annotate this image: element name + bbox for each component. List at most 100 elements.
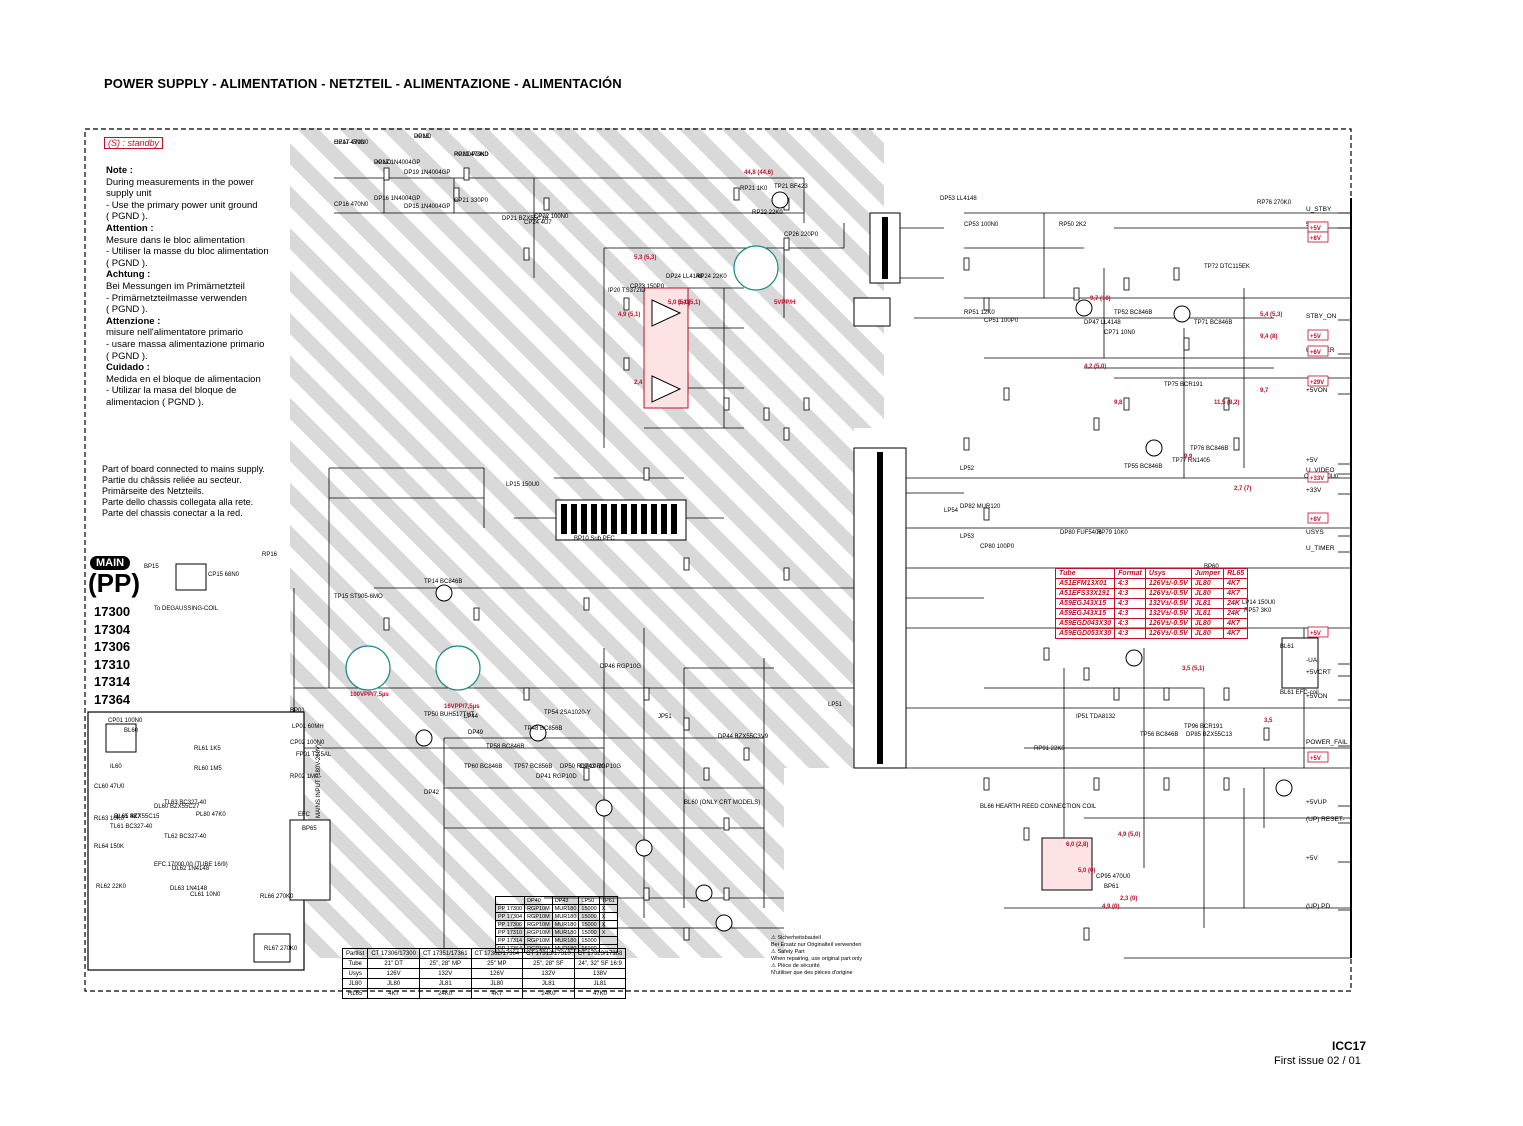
voltage-tag: [1307, 512, 1329, 524]
table-header-cell: Usys: [1144, 568, 1192, 579]
component-label: LP53: [960, 534, 975, 540]
table-cell: JL80: [1190, 578, 1225, 589]
component-label: TP96 BCR191: [1184, 724, 1223, 730]
resistor: [983, 297, 990, 311]
note-line: Bei Messungen im Primärnetzteil: [106, 280, 245, 292]
table-cell: JL81: [522, 978, 575, 989]
component-label: TP21 BF423: [774, 184, 808, 190]
mains-note-line: Partie du châssis reliée au secteur.: [102, 475, 242, 485]
safety-line: ⚠ Safety Part: [771, 949, 805, 955]
table-cell: [598, 944, 618, 953]
table-header-cell: DP43: [551, 896, 580, 905]
component-label: TP48 BC856B: [524, 726, 562, 732]
resistor: [1093, 417, 1100, 431]
model-number: 17304: [94, 621, 131, 637]
component-label: RP24 22K0: [696, 274, 727, 280]
component-label: HEAT-GND: [334, 140, 365, 146]
component-label: DP50 RGP10-20: [560, 764, 606, 770]
table-cell: 126V±/-0.5V: [1144, 628, 1192, 639]
component-label: BL61: [1280, 644, 1295, 650]
mains-note-line: Part of board connected to mains supply.: [102, 464, 265, 474]
table-cell: MUR180: [551, 944, 580, 953]
resistor: [703, 767, 710, 781]
resistor: [723, 397, 730, 411]
resistor: [1093, 777, 1100, 791]
note-heading: Cuidado :: [106, 362, 150, 374]
component-label: DP53 LL4148: [940, 196, 977, 202]
table-cell: X: [598, 920, 618, 929]
table-cell: 15000: [578, 944, 600, 953]
component-label: BP10 Sub PFC: [574, 536, 615, 542]
table-cell: A59EGJ43X15: [1054, 598, 1116, 609]
voltage-tag: [1307, 345, 1329, 357]
test-voltage: 6,0 (2,8): [1066, 842, 1088, 848]
table-cell: A59EGD043X30: [1054, 618, 1116, 629]
table-cell: 4:3: [1114, 598, 1146, 609]
component-label: TL61 BC327-40: [110, 824, 153, 830]
resistor: [583, 767, 590, 781]
voltage-tag-label: +5V: [1310, 631, 1321, 637]
output-net-label: +5VUP: [1306, 799, 1327, 806]
component-label: LP52: [960, 466, 975, 472]
table-cell: 132V: [418, 968, 472, 979]
component-label: DL62 1N4148: [172, 866, 210, 872]
table-cell: [598, 936, 618, 945]
table-cell: 24K: [1223, 608, 1249, 619]
table-cell: A51EFM13X01: [1054, 578, 1116, 589]
table-cell: 4K7: [367, 988, 420, 999]
test-voltage: 2,7 (7): [1234, 486, 1251, 492]
voltage-tag-label: +8V: [1310, 517, 1321, 523]
resistor: [723, 887, 730, 901]
note-line: misure nell'alimentatore primario: [106, 327, 243, 339]
output-connectors: U_STBY5V_UPSTBY_ONU_TIMER+5VON+5VU_VIDEO…: [1306, 206, 1351, 911]
voltage-tag-label: +29V: [1310, 380, 1324, 386]
component-label: DP16 1N4004GP: [374, 196, 420, 202]
test-voltage: 2,4: [634, 380, 643, 386]
output-net-label: -UA: [1306, 657, 1318, 664]
mains-note-line: Parte del chassis conectar a la red.: [102, 508, 243, 518]
table-header-cell: Partlist: [341, 948, 369, 959]
table-cell: 4:3: [1114, 588, 1146, 599]
table-header-cell: CT 17306/17300: [367, 948, 420, 959]
component-label: DL61 BZX55C15: [114, 814, 160, 820]
table-cell: RGP10M: [524, 936, 553, 945]
output-net-label: POWER_FAIL: [1306, 739, 1348, 746]
component-label: DP43 RGP10G: [580, 764, 621, 770]
component-label: CL60 47U0: [94, 784, 125, 790]
table-cell: JL81: [1190, 598, 1225, 609]
component-label: TP72 DTC115EK: [1204, 264, 1250, 270]
component-label: BL66 HEARTH REED CONNECTION COIL: [980, 804, 1097, 810]
output-net-label: U_VIDEO: [1306, 467, 1335, 474]
component-label: IP20 TS372ID: [608, 288, 646, 294]
transistor: [1075, 299, 1093, 317]
resistor: [463, 167, 470, 181]
resistor: [963, 437, 970, 451]
component-label: RL60 1M5: [194, 766, 222, 772]
component-label: IL60: [110, 764, 122, 770]
component-label: CP01 100N0: [108, 718, 143, 724]
model-number: 17306: [94, 639, 131, 655]
model-number: 17314: [94, 674, 131, 690]
table-cell: 4:3: [1114, 628, 1146, 639]
table-cell: 25", 28" SF: [522, 958, 575, 969]
component-label: RL65 4K7: [114, 814, 141, 820]
table-cell: 4K7: [1223, 588, 1249, 599]
safety-line: Bei Ersatz nur Originalteil verwenden: [771, 942, 862, 948]
resistor: [983, 777, 990, 791]
mains-note-line: Parte dello chassis collegata alla rete.: [102, 497, 254, 507]
resistor: [783, 237, 790, 251]
table-cell: Usys: [341, 968, 369, 979]
table-cell: 126V: [367, 968, 420, 979]
component-label: BP01: [290, 708, 305, 714]
table-cell: 15000: [578, 920, 600, 929]
table-cell: MUR180: [551, 920, 580, 929]
component-label: BP65: [302, 826, 317, 832]
table-cell: MUR180: [551, 912, 580, 921]
